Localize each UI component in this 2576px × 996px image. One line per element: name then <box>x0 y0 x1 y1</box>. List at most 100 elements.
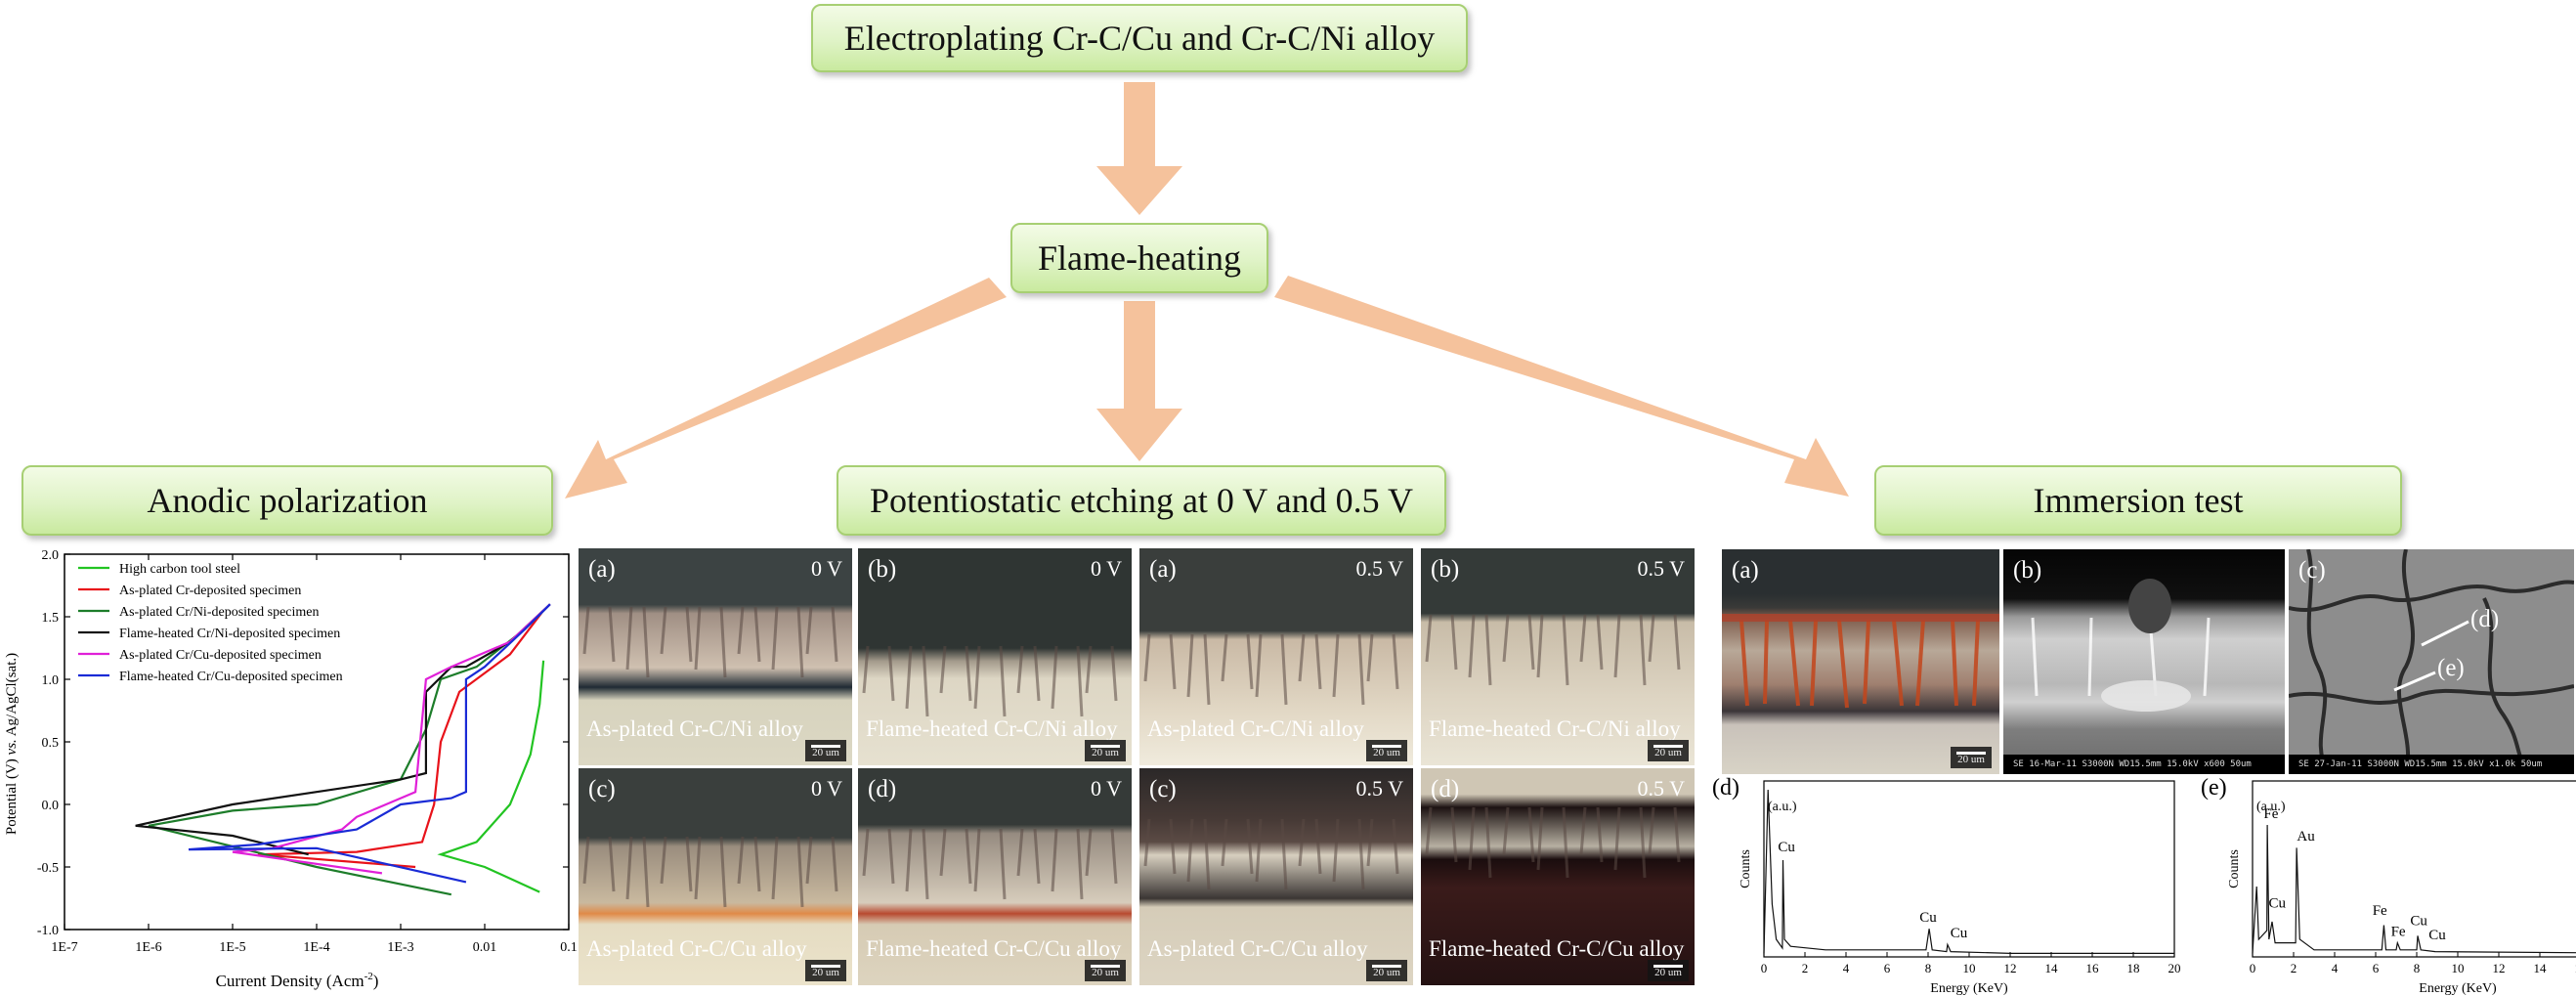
arrow-flame-to-polarization <box>565 278 1007 498</box>
eds-y-label: Counts <box>2227 849 2242 888</box>
box-electroplating: Electroplating Cr-C/Cu and Cr-C/Ni alloy <box>811 4 1468 72</box>
etching-panel-texture <box>1425 806 1681 879</box>
eds-tick-label: 8 <box>2414 961 2421 975</box>
box-potentiostatic-etching-text: Potentiostatic etching at 0 V and 0.5 V <box>870 481 1413 520</box>
eds-letter: (e) <box>2201 775 2227 801</box>
y-tick-label: -0.5 <box>37 861 59 876</box>
immersion-panel-b: (b) SE 16-Mar-11 S3000N WD15.5mm 15.0kV … <box>2003 549 2285 774</box>
immersion-b-texture <box>2031 579 2211 712</box>
box-immersion-test: Immersion test <box>1874 465 2402 536</box>
etching-panel-voltage: 0 V <box>811 776 842 801</box>
box-flame-heating: Flame-heating <box>1010 223 1268 293</box>
arrow-group <box>565 82 1849 498</box>
etching-panel-letter: (d) <box>1431 776 1460 802</box>
etching-panel-scale: 20 um <box>1085 960 1126 981</box>
box-immersion-test-text: Immersion test <box>2033 481 2244 520</box>
y-tick-labels: -1.0-0.50.00.51.01.52.0 <box>37 548 59 938</box>
eds-tick-label: 2 <box>1802 961 1809 975</box>
box-potentiostatic-etching: Potentiostatic etching at 0 V and 0.5 V <box>837 465 1446 536</box>
etching-panel-caption: As-plated Cr-C/Cu alloy <box>1147 936 1368 961</box>
series-lines <box>135 603 551 896</box>
etching-panel-letter: (d) <box>868 776 897 802</box>
eds-letter: (d) <box>1712 775 1739 801</box>
etching-panel-scale: 20 um <box>1366 960 1407 981</box>
etching-panel-caption: As-plated Cr-C/Ni alloy <box>1147 716 1364 741</box>
etching-panel-caption: As-plated Cr-C/Ni alloy <box>586 716 803 741</box>
immersion-b-info-strip: SE 16-Mar-11 S3000N WD15.5mm 15.0kV x600… <box>2003 755 2285 774</box>
etching-panel-scale: 20 um <box>1648 960 1689 981</box>
eds-y-label: Counts <box>1739 849 1753 888</box>
eds-frame <box>1763 780 2175 958</box>
eds-tick-label: 10 <box>2452 961 2465 975</box>
etching-panel-scale: 20 um <box>1366 740 1407 761</box>
x-tick-label: 1E-6 <box>135 940 161 955</box>
etching-panel-letter: (c) <box>1149 776 1177 802</box>
legend-label: As-plated Cr/Ni-deposited specimen <box>119 605 320 620</box>
immersion-c-info-strip: SE 27-Jan-11 S3000N WD15.5mm 15.0kV x1.0… <box>2289 755 2574 774</box>
etching-panel-texture <box>862 645 1118 717</box>
y-tick-label: 1.5 <box>42 611 60 626</box>
eds-x-label: Energy (KeV) <box>1930 981 2008 996</box>
etching-panel-texture <box>582 606 838 678</box>
legend-label: As-plated Cr/Cu-deposited specimen <box>119 648 322 663</box>
x-tick-label: 0.1 <box>560 940 578 955</box>
etching-panel-texture <box>1143 818 1399 890</box>
series-line <box>232 603 551 875</box>
immersion-a-texture <box>1722 614 1999 709</box>
immersion-c-letter: (c) <box>2298 557 2326 584</box>
etching-panel-caption: Flame-heated Cr-C/Ni alloy <box>866 716 1118 741</box>
eds-peak-label: Cu <box>2428 928 2446 943</box>
eds-tick-label: 6 <box>1884 961 1891 975</box>
y-tick-label: 0.5 <box>42 736 60 751</box>
etching-panel-texture <box>582 836 838 908</box>
immersion-panel-c: (c) (d) (e) SE 27-Jan-11 S3000N WD15.5mm… <box>2289 549 2574 774</box>
etching-panel-caption: Flame-heated Cr-C/Ni alloy <box>1429 716 1681 741</box>
etching-panel-letter: (a) <box>1149 556 1177 583</box>
box-flame-heating-text: Flame-heating <box>1038 238 1241 278</box>
x-axis-label: Current Density (Acm-2) <box>216 971 379 990</box>
eds-tick-label: 16 <box>2086 961 2100 975</box>
eds-peak-label: Au <box>2297 829 2315 844</box>
immersion-b-letter: (b) <box>2013 557 2042 584</box>
etching-panel-caption: Flame-heated Cr-C/Cu alloy <box>866 936 1122 961</box>
etching-panel-voltage: 0.5 V <box>1637 556 1686 581</box>
etching-panel-voltage: 0.5 V <box>1355 776 1404 801</box>
etching-panel-scale: 20 um <box>805 960 846 981</box>
eds-tick-label: 8 <box>1925 961 1932 975</box>
immersion-c-marker-d: (d) <box>2470 606 2500 632</box>
eds-peak-label: Cu <box>2268 896 2286 912</box>
series-line <box>135 603 551 856</box>
etching-panel-letter: (b) <box>868 556 897 583</box>
immersion-c-marker-e: (e) <box>2437 655 2465 681</box>
eds-curve <box>2252 824 2576 954</box>
eds-tick-label: 16 <box>2575 961 2576 975</box>
y-tick-label: 0.0 <box>42 799 60 813</box>
immersion-a-scale: 20 um <box>1951 747 1992 768</box>
x-tick-label: 1E-4 <box>303 940 329 955</box>
eds-tick-label: 12 <box>2004 961 2017 975</box>
eds-tick-label: 12 <box>2493 961 2506 975</box>
eds-tick-label: 14 <box>2045 961 2059 975</box>
eds-tick-label: 0 <box>2250 961 2256 975</box>
eds-tick-label: 2 <box>2291 961 2297 975</box>
y-tick-label: -1.0 <box>37 924 59 938</box>
legend-label: As-plated Cr-deposited specimen <box>119 584 301 598</box>
y-axis-label: Potential (V) vs. Ag/AgCl(sat.) <box>4 653 20 835</box>
etching-panel-voltage: 0.5 V <box>1637 776 1686 801</box>
eds-unit: (a.u.) <box>2256 800 2286 814</box>
etching-panel-voltage: 0 V <box>811 556 842 581</box>
eds-peak-label: Cu <box>1919 910 1937 926</box>
x-tick-label: 0.01 <box>473 940 497 955</box>
legend-label: Flame-heated Cr/Cu-deposited specimen <box>119 670 343 684</box>
